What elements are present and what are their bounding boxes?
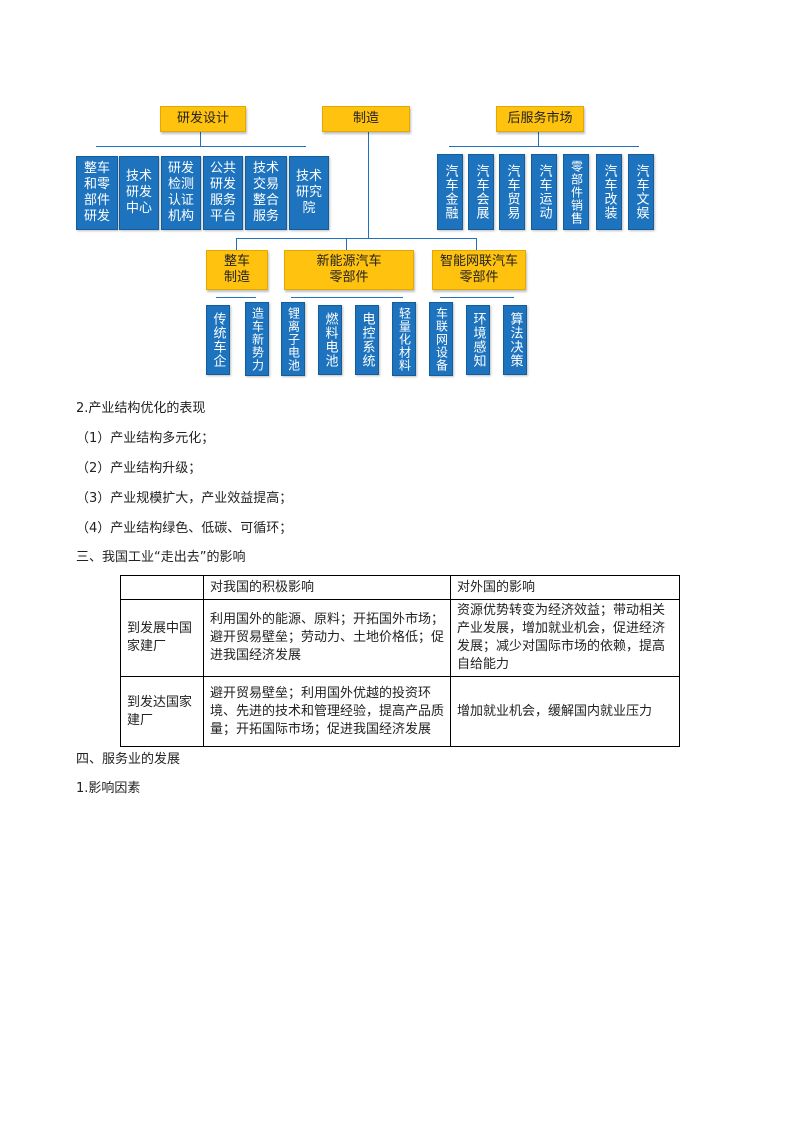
section4-subheading: 1.影响因素	[76, 781, 141, 796]
after-service-item: 汽车改装	[596, 154, 622, 230]
list-item: （4）产业结构绿色、低碳、可循环；	[76, 521, 293, 536]
new-energy-item: 锂离子电池	[281, 302, 305, 376]
list-item: （3）产业规模扩大，产业效益提高；	[76, 491, 293, 506]
smart-item: 算法决策	[503, 305, 527, 375]
table-cell: 资源优势转变为经济效益；带动相关产业发展，增加就业机会，促进经济发展；减少对国际…	[450, 599, 680, 677]
rd-item: 技术 交易 整合 服务	[245, 156, 287, 230]
section2-heading: 2.产业结构优化的表现	[76, 401, 206, 416]
table-cell: 到发展中国家建厂	[120, 599, 204, 677]
node-vehicle-manufacturing: 整车 制造	[206, 250, 268, 290]
rd-item: 技术 研发 中心	[119, 156, 159, 230]
connector-line	[200, 130, 201, 146]
connector-line	[216, 297, 256, 298]
new-energy-item: 燃料电池	[318, 305, 342, 375]
table-cell: 增加就业机会，缓解国内就业压力	[450, 676, 680, 747]
node-rd-design: 研发设计	[160, 106, 246, 132]
impact-table: 对我国的积极影响 对外国的影响 到发展中国家建厂 利用国外的能源、原料；开拓国外…	[120, 575, 680, 747]
smart-item: 车联网设备	[429, 302, 453, 376]
section3-heading: 三、我国工业“走出去”的影响	[76, 550, 246, 565]
section4-heading: 四、服务业的发展	[76, 752, 181, 767]
connector-line	[476, 238, 477, 250]
node-after-service: 后服务市场	[496, 106, 584, 132]
table-header-row: 对我国的积极影响 对外国的影响	[120, 575, 680, 600]
new-energy-item: 电控系统	[355, 305, 379, 375]
after-service-item: 汽车贸易	[499, 154, 525, 230]
rd-item: 技术 研究 院	[289, 156, 329, 230]
connector-line	[346, 238, 347, 250]
after-service-item: 汽车会展	[468, 154, 494, 230]
industry-chain-diagram: 研发设计 制造 后服务市场 整车 和零 部件 研发 技术 研发 中心 研发 检测…	[0, 0, 800, 390]
table-header-cell	[120, 575, 204, 600]
connector-line	[291, 297, 403, 298]
connector-line	[236, 238, 237, 250]
vehicle-item: 传统车企	[206, 305, 230, 375]
after-service-item: 汽车运动	[531, 154, 557, 230]
table-cell: 避开贸易壁垒；利用国外优越的投资环境、先进的技术和管理经验，提高产品质量；开拓国…	[203, 676, 451, 747]
rd-item: 整车 和零 部件 研发	[76, 156, 118, 230]
after-service-item: 汽车金融	[437, 154, 463, 230]
rd-item: 研发 检测 认证 机构	[161, 156, 201, 230]
table-row: 到发达国家建厂 避开贸易壁垒；利用国外优越的投资环境、先进的技术和管理经验，提高…	[120, 676, 680, 747]
after-service-item: 汽车文娱	[628, 154, 654, 230]
connector-line	[440, 297, 514, 298]
new-energy-item: 轻量化材料	[392, 302, 416, 376]
connector-line	[96, 146, 306, 147]
rd-item: 公共 研发 服务 平台	[203, 156, 243, 230]
connector-line	[449, 146, 639, 147]
table-cell: 到发达国家建厂	[120, 676, 204, 747]
node-manufacturing: 制造	[322, 106, 410, 132]
list-item: （2）产业结构升级；	[76, 461, 202, 476]
node-new-energy-parts: 新能源汽车 零部件	[284, 250, 414, 290]
vehicle-item: 造车新势力	[245, 302, 269, 376]
connector-line	[538, 130, 539, 146]
table-header-cell: 对外国的影响	[450, 575, 680, 600]
list-item: （1）产业结构多元化；	[76, 431, 215, 446]
table-header-cell: 对我国的积极影响	[203, 575, 451, 600]
smart-item: 环境感知	[466, 305, 490, 375]
after-service-item: 零部件销售	[563, 154, 589, 230]
table-row: 到发展中国家建厂 利用国外的能源、原料；开拓国外市场；避开贸易壁垒；劳动力、土地…	[120, 599, 680, 677]
table-cell: 利用国外的能源、原料；开拓国外市场；避开贸易壁垒；劳动力、土地价格低；促进我国经…	[203, 599, 451, 677]
connector-line	[368, 130, 369, 238]
connector-line	[236, 238, 476, 239]
node-smart-connected-parts: 智能网联汽车 零部件	[432, 250, 526, 290]
